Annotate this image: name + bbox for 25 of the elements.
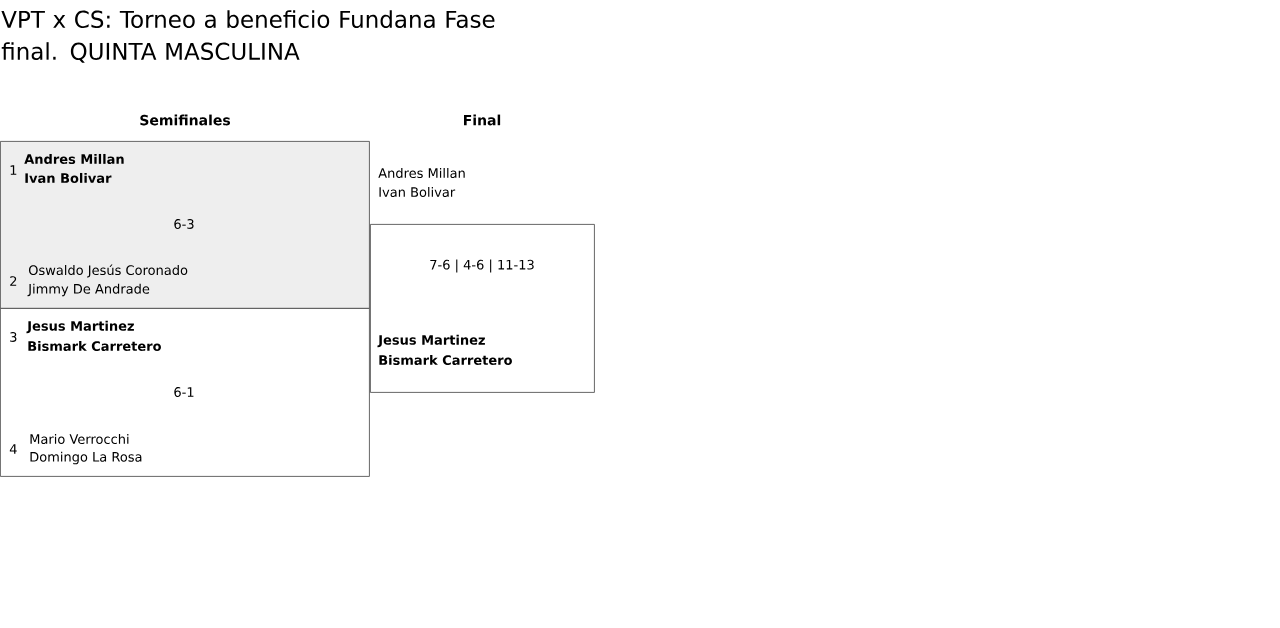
match-box [370,167,595,393]
player-name: Jesus Martinez [377,334,485,348]
player-name: Bismark Carretero [379,354,512,366]
seed-number: 3 [10,332,17,342]
match-score: 7-6 | 4-6 | 11-13 [430,259,534,273]
player-name: Jimmy De Andrade [27,283,150,297]
player-name: Domingo La Rosa [30,451,142,465]
seed-number: 2 [10,276,17,286]
column-heading: Final [464,114,501,126]
match-score: 6-1 [174,387,194,397]
player-name: Andres Millan [378,167,465,179]
player-name: Jesus Martinez [26,320,134,334]
column-heading: Semifinales [140,114,231,126]
seed-number: 4 [9,444,17,454]
match-box [0,308,370,477]
player-name: Ivan Bolivar [25,172,112,184]
player-name: Ivan Bolivar [379,186,456,198]
player-name: Mario Verrocchi [30,433,129,445]
title: VPT x CS: Torneo a beneficio Fundana Fase final. QUINTA MASCULINA [1,10,495,63]
match-box [0,141,370,309]
player-name: Oswaldo Jesús Coronado [28,264,188,278]
player-name: Andres Millan [24,153,124,165]
player-name: Bismark Carretero [28,340,161,352]
seed-number: 1 [10,165,17,175]
match-score: 6-3 [174,219,194,229]
